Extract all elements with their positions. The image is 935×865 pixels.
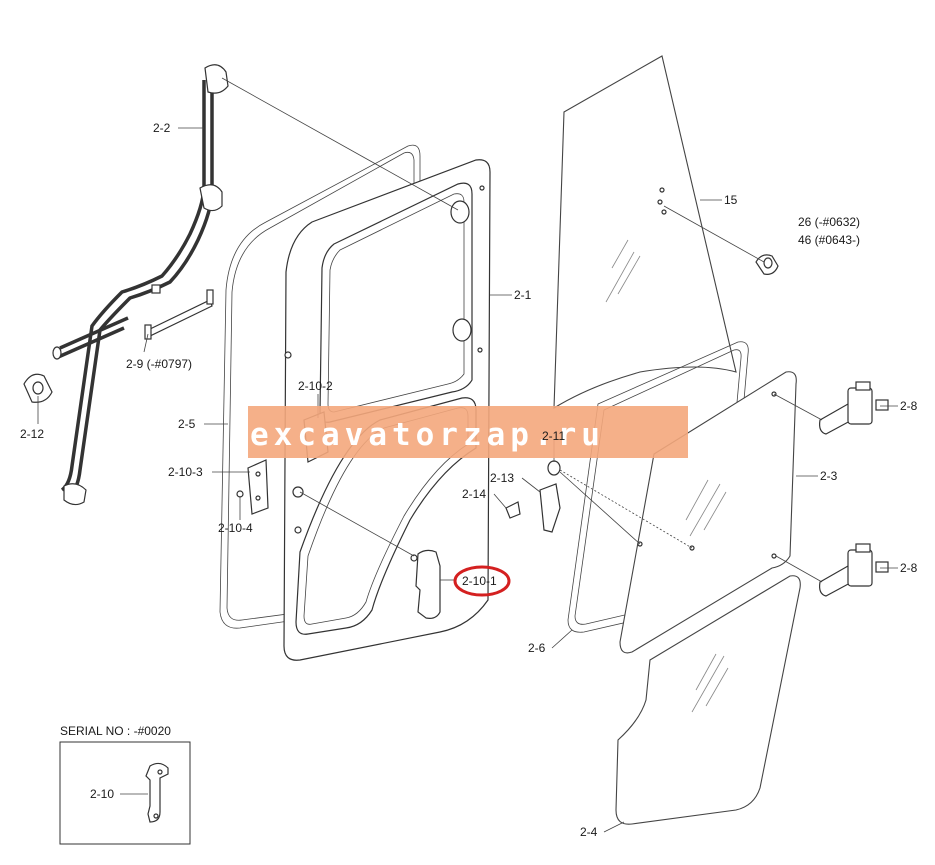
label-2-1: 2-1 (514, 288, 532, 302)
label-2-8-lower: 2-8 (900, 561, 918, 575)
label-2-2: 2-2 (153, 121, 171, 135)
watermark-text: excavatorzap.ru (250, 417, 605, 453)
label-15: 15 (724, 193, 738, 207)
inset-title: SERIAL NO : -#0020 (60, 724, 171, 738)
label-2-4: 2-4 (580, 825, 598, 839)
label-2-8-upper: 2-8 (900, 399, 918, 413)
highlight-ring (453, 565, 511, 597)
label-2-14: 2-14 (462, 487, 486, 501)
label-2-9: 2-9 (-#0797) (126, 357, 192, 371)
label-2-3: 2-3 (820, 469, 838, 483)
upper-glass-15 (553, 55, 737, 410)
side-glass-2-3 (619, 371, 797, 654)
watermark-bg (248, 406, 688, 458)
door-seal-2-5 (219, 144, 421, 629)
watermark-banner: excavatorzap.ru (248, 406, 688, 458)
handrail-2-2 (52, 64, 229, 506)
label-2-10: 2-10 (90, 787, 114, 801)
label-2-12: 2-12 (20, 427, 44, 441)
lower-glass-2-4 (615, 575, 801, 825)
stopper-26-46 (755, 254, 779, 275)
label-2-13: 2-13 (490, 471, 514, 485)
label-2-5: 2-5 (178, 417, 196, 431)
leader-lines (37, 77, 898, 833)
bracket-2-12 (23, 373, 53, 403)
label-2-6: 2-6 (528, 641, 546, 655)
hinge-2-8-upper (819, 381, 889, 435)
inner-handle-2-10-1 (410, 549, 441, 619)
inset-handle (145, 762, 169, 823)
latch-parts (505, 460, 561, 533)
hinge-2-8-lower (819, 543, 889, 597)
label-2-10-4: 2-10-4 (218, 521, 253, 535)
label-2-10-3: 2-10-3 (168, 465, 203, 479)
label-2-10-1: 2-10-1 (462, 574, 497, 588)
highlight-2-10-1: 2-10-1 (453, 565, 511, 597)
label-26: 26 (-#0632) (798, 215, 860, 229)
gas-strut-2-9 (144, 284, 214, 340)
label-2-11: 2-11 (542, 429, 565, 443)
label-2-10-2: 2-10-2 (298, 379, 333, 393)
inset-box (59, 741, 191, 845)
label-46: 46 (#0643-) (798, 233, 860, 247)
serial-inset: SERIAL NO : -#0020 2-10 (59, 724, 191, 845)
